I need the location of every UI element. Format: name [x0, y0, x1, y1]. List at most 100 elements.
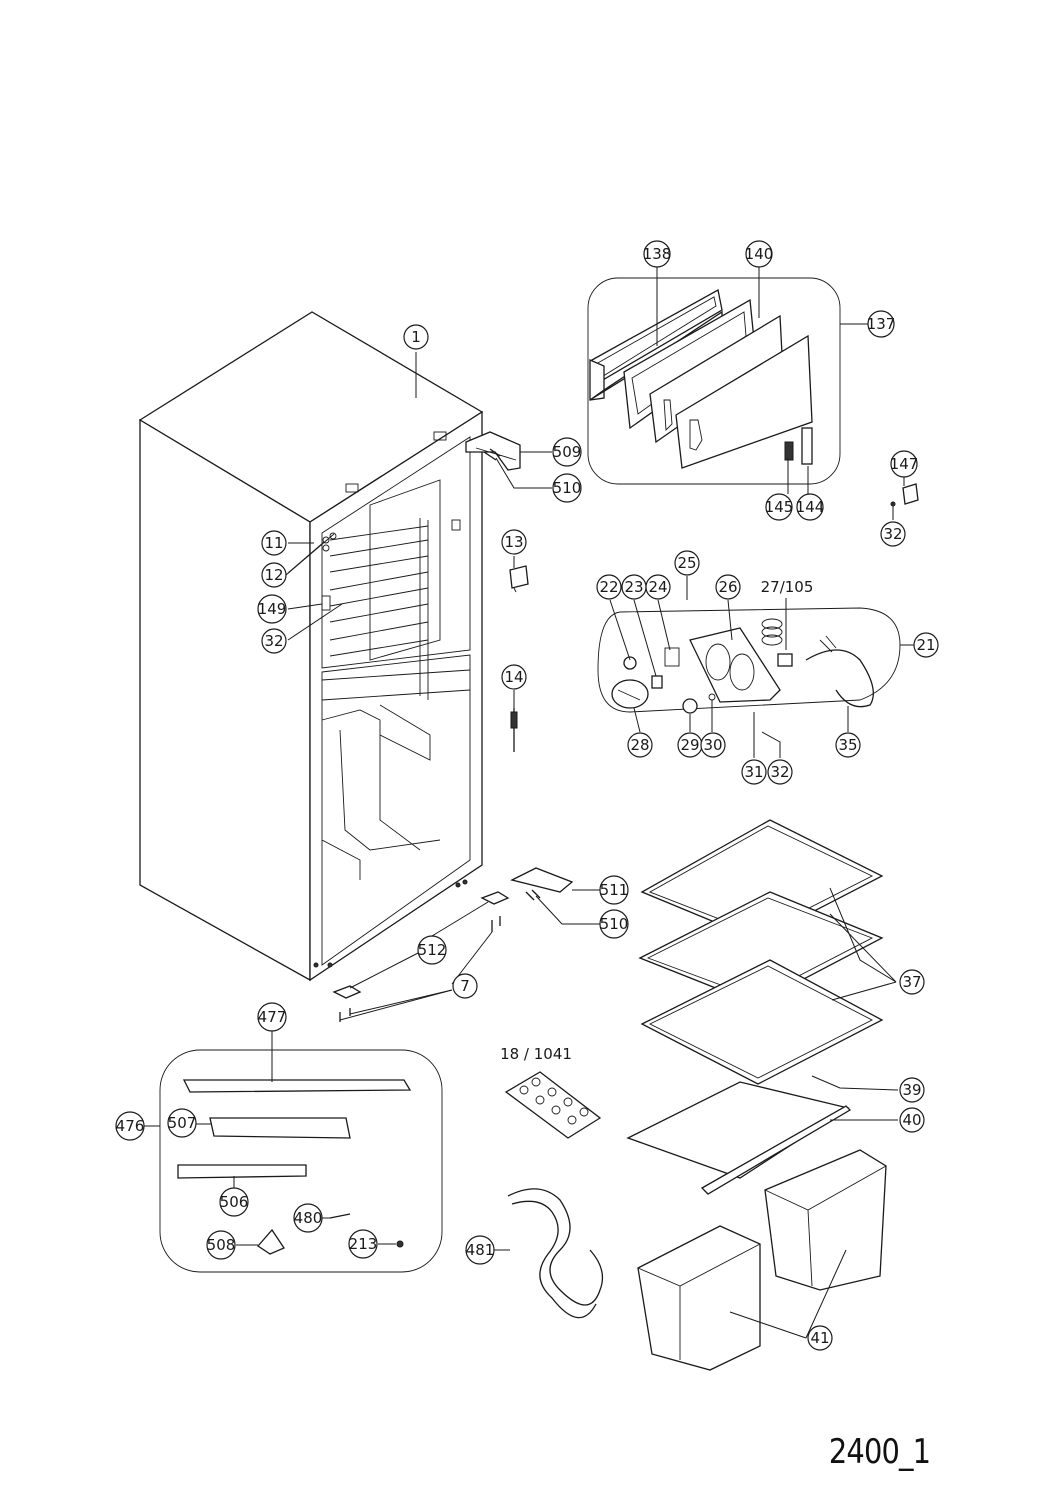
svg-text:41: 41	[810, 1329, 829, 1347]
svg-text:7: 7	[460, 977, 470, 995]
svg-text:22: 22	[599, 578, 618, 596]
callout-511: 511	[599, 875, 629, 905]
callout-1: 1	[403, 324, 429, 350]
svg-text:24: 24	[648, 578, 667, 596]
callout-23: 23	[621, 574, 647, 600]
ice-cube-tray	[504, 1071, 602, 1139]
svg-text:14: 14	[504, 668, 523, 686]
callout-32-housing: 32	[767, 759, 793, 785]
callout-137: 137	[867, 310, 896, 338]
callout-138: 138	[643, 240, 671, 268]
svg-text:137: 137	[867, 315, 896, 333]
callout-12: 12	[261, 562, 287, 588]
svg-text:28: 28	[630, 736, 649, 754]
callout-510-top: 510	[552, 473, 582, 503]
callout-144: 144	[796, 493, 825, 521]
callout-140: 140	[745, 240, 774, 268]
callout-507: 507	[167, 1108, 197, 1138]
svg-text:511: 511	[600, 881, 629, 899]
callout-510-bottom: 510	[599, 909, 629, 939]
svg-text:26: 26	[718, 578, 737, 596]
svg-text:476: 476	[116, 1117, 145, 1135]
svg-text:13: 13	[504, 533, 523, 551]
callout-512: 512	[417, 935, 447, 965]
svg-text:23: 23	[624, 578, 643, 596]
svg-text:30: 30	[703, 736, 722, 754]
svg-text:35: 35	[838, 736, 857, 754]
base-kit-group	[159, 1049, 443, 1273]
svg-text:11: 11	[264, 534, 283, 552]
callout-29: 29	[677, 732, 703, 758]
callout-481: 481	[465, 1235, 495, 1265]
callout-149: 149	[257, 594, 287, 624]
svg-text:509: 509	[553, 443, 582, 461]
callout-145: 145	[765, 493, 794, 521]
callout-508: 508	[206, 1230, 236, 1260]
crisper-drawers	[637, 1149, 887, 1371]
svg-text:145: 145	[765, 498, 794, 516]
svg-text:32: 32	[770, 763, 789, 781]
svg-text:481: 481	[466, 1241, 495, 1259]
callout-506: 506	[219, 1187, 249, 1217]
callout-25: 25	[674, 550, 700, 576]
svg-text:140: 140	[745, 245, 774, 263]
svg-text:149: 149	[258, 600, 287, 618]
svg-text:37: 37	[902, 973, 921, 991]
leader-lines	[144, 266, 914, 1339]
callout-480: 480	[293, 1203, 323, 1233]
svg-text:508: 508	[207, 1236, 236, 1254]
freezer-door-assembly	[587, 277, 841, 485]
svg-text:25: 25	[677, 554, 696, 572]
control-housing-assembly	[597, 607, 901, 714]
svg-text:506: 506	[220, 1193, 249, 1211]
adjustable-feet	[332, 891, 510, 1022]
label-18-1041: 18 / 1041	[500, 1045, 572, 1063]
callout-13: 13	[501, 529, 527, 555]
svg-text:32: 32	[264, 632, 283, 650]
svg-text:39: 39	[902, 1081, 921, 1099]
callout-26: 26	[715, 574, 741, 600]
callout-22: 22	[596, 574, 622, 600]
callout-509: 509	[552, 437, 582, 467]
label-27-105: 27/105	[761, 578, 814, 596]
svg-text:144: 144	[796, 498, 825, 516]
svg-text:512: 512	[418, 941, 447, 959]
refrigerator-cabinet	[138, 311, 484, 982]
svg-text:147: 147	[890, 455, 919, 473]
callout-11: 11	[261, 530, 287, 556]
relay-part	[509, 565, 529, 593]
callout-14: 14	[501, 664, 527, 690]
svg-text:510: 510	[553, 479, 582, 497]
top-hinge	[465, 431, 521, 471]
callout-30: 30	[700, 732, 726, 758]
glass-shelves	[638, 819, 884, 1085]
svg-text:477: 477	[258, 1008, 287, 1026]
callout-32-clip: 32	[880, 521, 906, 547]
svg-text:213: 213	[349, 1235, 378, 1253]
callout-477: 477	[257, 1002, 287, 1032]
svg-text:31: 31	[744, 763, 763, 781]
callout-40: 40	[899, 1107, 925, 1133]
svg-text:480: 480	[294, 1209, 323, 1227]
callout-21: 21	[913, 632, 939, 658]
sheet-code: 2400_1	[828, 1432, 931, 1472]
callout-32-cabinet: 32	[261, 628, 287, 654]
svg-text:1: 1	[411, 328, 421, 346]
svg-text:507: 507	[168, 1114, 197, 1132]
callout-147: 147	[890, 450, 919, 478]
svg-text:12: 12	[264, 566, 283, 584]
svg-text:40: 40	[902, 1111, 921, 1129]
sensor-wire-part	[510, 708, 518, 752]
callout-24: 24	[645, 574, 671, 600]
svg-text:510: 510	[600, 915, 629, 933]
svg-text:29: 29	[680, 736, 699, 754]
clip-part	[890, 483, 919, 507]
callout-213: 213	[348, 1229, 378, 1259]
crisper-cover	[626, 1081, 852, 1195]
callout-28: 28	[627, 732, 653, 758]
callout-476: 476	[115, 1111, 145, 1141]
bottom-hinge	[510, 867, 574, 901]
callout-31: 31	[741, 759, 767, 785]
gasket-strip	[507, 1188, 604, 1319]
